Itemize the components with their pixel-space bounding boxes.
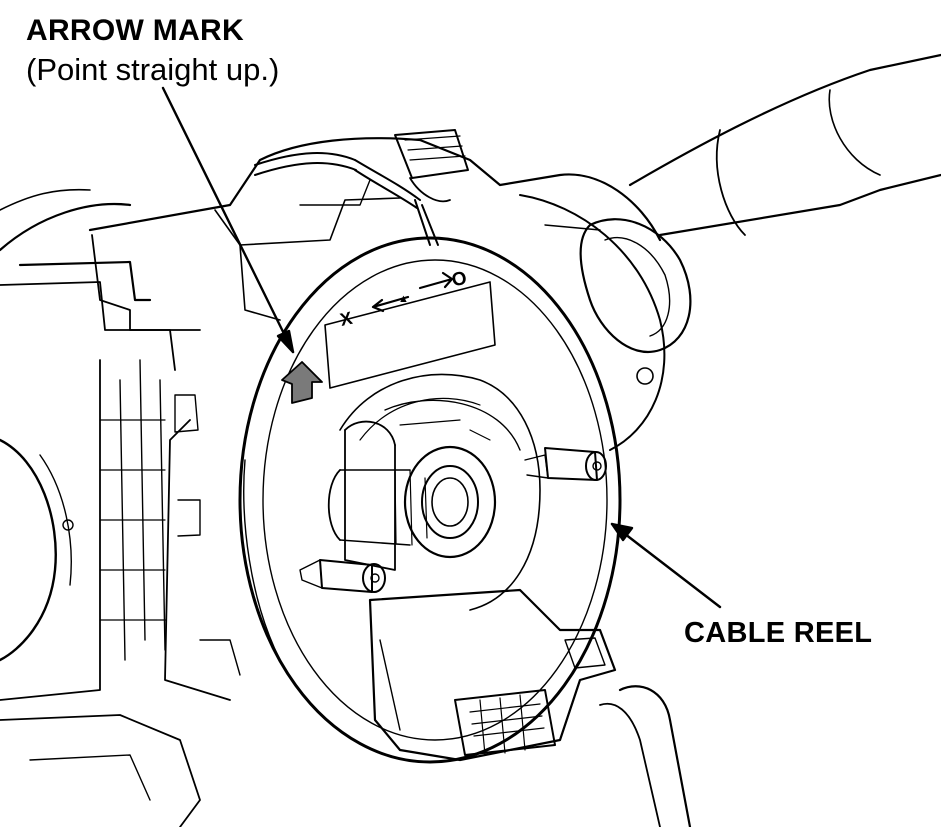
cable-reel-title: CABLE REEL xyxy=(684,617,873,649)
reel-open-symbol: O xyxy=(450,268,469,292)
arrow-mark-leader xyxy=(161,86,295,354)
reel-wire-harness xyxy=(254,129,469,246)
arrow-mark-icon xyxy=(281,361,323,404)
reel-center-triangle: ▲ xyxy=(398,293,409,305)
arrow-mark-leader-head xyxy=(276,329,295,354)
cable-reel-hub xyxy=(327,399,521,571)
cable-reel-leader-head xyxy=(610,522,634,542)
cable-reel-pins xyxy=(299,447,607,593)
arrow-mark-title: ARROW MARK xyxy=(26,14,244,47)
cable-reel-leader xyxy=(610,522,722,609)
arrow-mark-instruction: (Point straight up.) xyxy=(26,52,280,87)
reel-rotation-markings xyxy=(371,271,454,313)
reel-lock-symbol: X xyxy=(338,308,354,330)
cable-reel-disk xyxy=(238,236,622,764)
column-housing xyxy=(0,188,201,827)
cable-reel-connector xyxy=(368,588,692,827)
switch-lever xyxy=(579,53,941,353)
callout-leaders xyxy=(161,86,722,609)
combination-switch-body xyxy=(88,137,666,701)
